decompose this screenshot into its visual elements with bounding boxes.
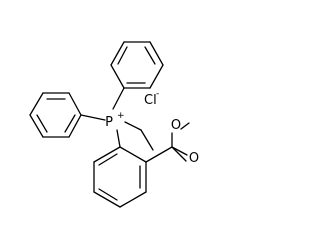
- phenyl-ring-left: [29, 92, 82, 138]
- ester-group: [145, 122, 190, 163]
- atom-oxygen-ester: O: [171, 118, 181, 133]
- phenyl-ring-bottom: [93, 146, 147, 208]
- atom-phosphorus: P: [105, 115, 113, 130]
- phosphorus-charge: +: [117, 111, 125, 121]
- bond-p-phenyl-top: [112, 87, 125, 110]
- bond-p-aryl-bottom: [116, 129, 121, 148]
- chloride-charge: -: [156, 89, 159, 99]
- atom-chloride: Cl: [144, 93, 157, 108]
- structure-diagram: P + Cl - O O: [29, 41, 199, 208]
- bond-p-phenyl-left: [80, 114, 106, 121]
- ethyl-group: [124, 121, 154, 151]
- atom-oxygen-carbonyl: O: [189, 151, 199, 166]
- phenyl-ring-top: [110, 41, 164, 89]
